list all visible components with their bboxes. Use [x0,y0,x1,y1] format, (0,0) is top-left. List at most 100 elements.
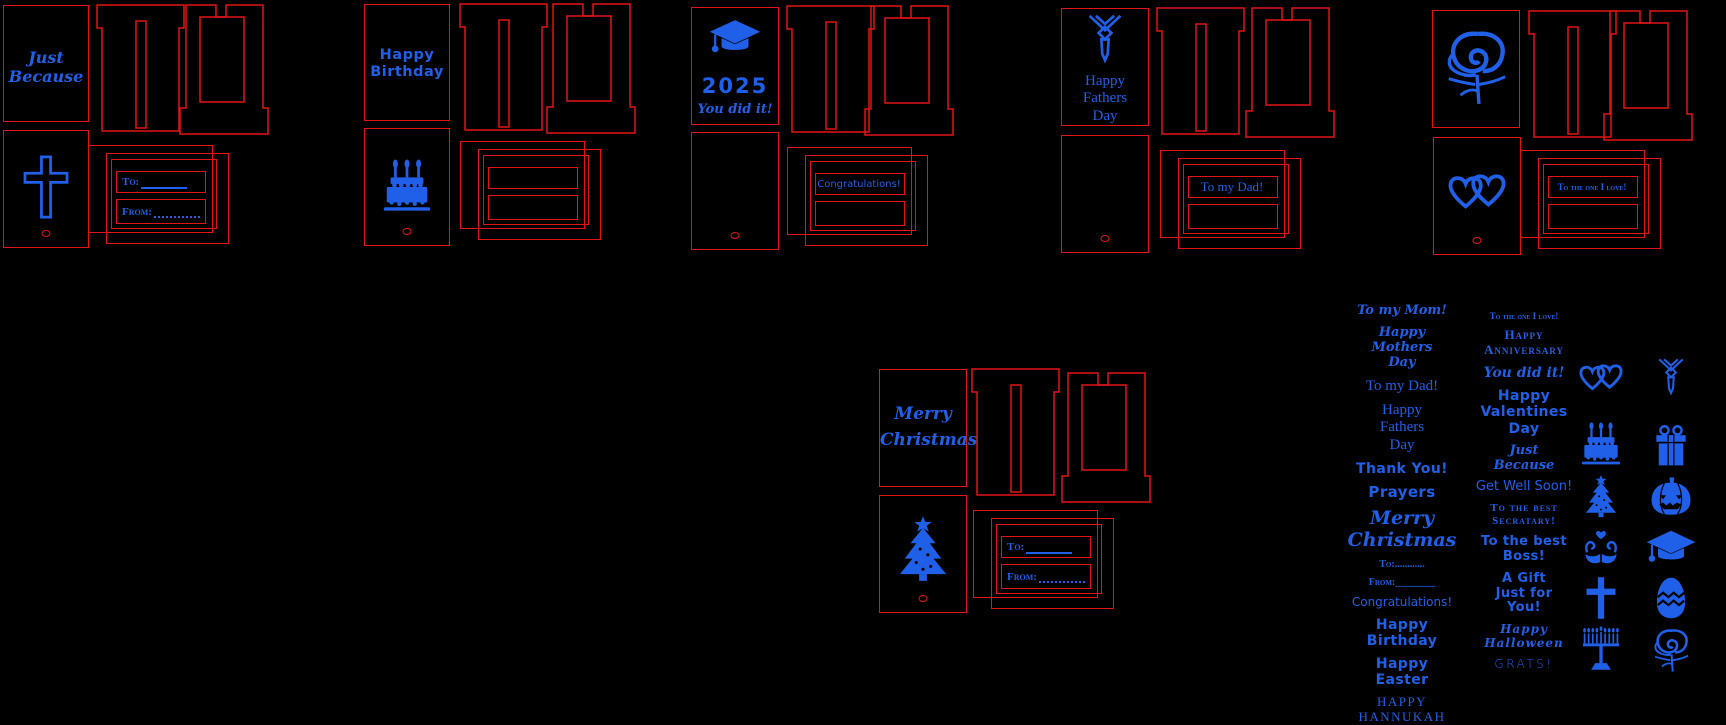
year-text: 2025 [701,74,769,98]
phrase-line: To:............ [1379,558,1425,570]
frame-piece-cutline[interactable] [1603,10,1693,141]
write-line [153,205,200,218]
stand-piece-cutline[interactable] [1156,7,1245,135]
phrase-line: To my Dad! [1365,377,1439,394]
front-line: Christmas [880,429,978,450]
front-line: Fathers [1082,90,1128,107]
card-front-text: Just Because [4,48,88,86]
blank-plate [1188,204,1278,229]
plate-label: To: [122,176,140,188]
phrase-line: You did it! [1483,365,1565,382]
cake-icon[interactable] [1577,422,1625,468]
write-line [1026,541,1073,554]
plate-layer [973,510,1098,598]
front-line: Birthday [370,64,444,81]
card-back[interactable] [1061,135,1149,253]
plate-layer [1183,164,1289,234]
phrase-item[interactable]: Prayers [1346,483,1458,501]
plate-layer [787,147,912,235]
card-front[interactable] [1432,10,1520,128]
phrase-line: Just [1509,442,1539,458]
to-plate: To: [1001,536,1091,558]
hanger-hole [1472,237,1482,244]
frame-piece-cutline[interactable] [1061,372,1151,503]
egg-icon[interactable] [1649,576,1693,620]
phrase-line: Day [1389,436,1415,453]
card-front[interactable]: 2025 You did it! [691,7,779,125]
card-back[interactable] [879,495,967,613]
menorah-icon[interactable] [1578,626,1624,674]
phrase-line: Happy [1375,655,1429,672]
phrase-line: HANNUKAH [1358,708,1446,724]
hearts-icon[interactable] [1573,360,1629,400]
phrase-item[interactable]: To my Mom! [1346,303,1458,319]
card-front[interactable]: Happy Birthday [364,4,450,121]
stand-piece-cutline[interactable] [96,4,185,132]
frame-piece-cutline[interactable] [179,4,269,135]
frame-piece-cutline[interactable] [546,3,636,134]
card-front-text: Happy Fathers Day [1062,73,1148,125]
phrase-line: Day [1508,420,1540,437]
phrase-line: Congratulations! [1351,594,1453,609]
stand-piece-cutline[interactable] [459,3,548,131]
plate-layer [996,524,1102,594]
phrase-item[interactable]: To the one I love! [1462,311,1586,321]
gift-icon[interactable] [1649,423,1693,467]
plate-label: Congratulations! [817,178,901,190]
stand-piece-cutline[interactable] [971,368,1060,496]
card-front[interactable]: Happy Fathers Day [1061,8,1149,126]
phrase-item[interactable]: You did it! [1462,365,1586,381]
card-back[interactable] [691,132,779,250]
card-back[interactable] [364,128,450,246]
plate-layer [810,161,916,231]
frame-piece-cutline[interactable] [864,5,954,136]
rose-icon[interactable] [1650,625,1692,675]
card-back[interactable] [3,130,89,248]
swans-icon[interactable] [1579,527,1623,571]
phrase-item[interactable]: Thank You! [1346,461,1458,477]
phrase-item[interactable]: Get Well Soon! [1462,480,1586,495]
plate-layer [111,159,217,229]
hanger-hole [730,232,740,239]
phrase-line: Happy [1382,402,1422,418]
phrase-line: Happy [1497,388,1551,405]
tie-icon[interactable] [1649,358,1693,402]
cross-icon [23,155,69,219]
phrase-item[interactable]: Congratulations! [1346,594,1458,610]
frame-piece-cutline[interactable] [1245,7,1335,138]
tree-icon[interactable] [1579,475,1623,519]
plate-label: From: [1007,570,1037,583]
grad-cap-icon[interactable] [1645,529,1697,569]
phrase-item[interactable]: To:............ [1346,559,1458,571]
plate-layer [1520,150,1645,238]
plate-layer [88,145,213,233]
to-my-dad-plate: To my Dad! [1188,176,1278,198]
phrase-line: Happy [1500,622,1548,637]
cross-icon[interactable] [1579,576,1623,620]
phrase-item[interactable]: From:________ [1346,577,1458,589]
phrase-line: GRATS! [1494,656,1554,671]
card-back[interactable] [1433,137,1521,255]
pumpkin-icon[interactable] [1649,475,1693,519]
phrase-line: Fathers [1379,419,1425,436]
stand-piece-cutline[interactable] [786,5,875,133]
card-front[interactable]: Just Because [3,5,89,122]
card-front-text: Merry Christmas [880,402,978,453]
phrase-item[interactable]: GRATS! [1462,656,1586,672]
phrase-item[interactable]: To my Dad! [1346,378,1458,395]
blank-plate [1548,204,1638,229]
card-front[interactable]: Merry Christmas [879,369,978,487]
